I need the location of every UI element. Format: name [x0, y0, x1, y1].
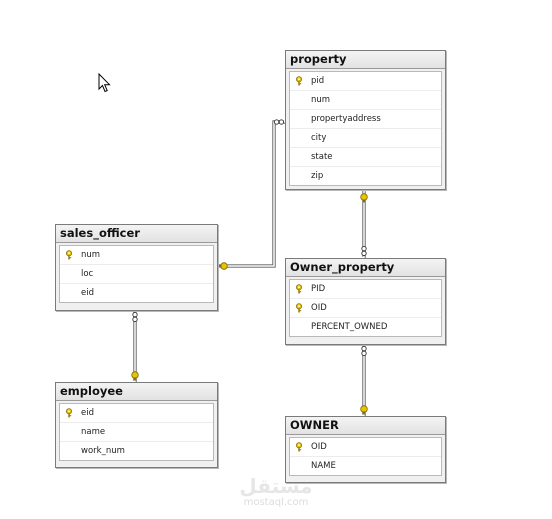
- table-owner-property[interactable]: Owner_property PID OID PERCENT_OWNED: [285, 258, 446, 345]
- primary-key-icon: [66, 250, 72, 260]
- primary-key-icon: [296, 303, 302, 313]
- column-row[interactable]: zip: [290, 167, 441, 185]
- column-row[interactable]: PID: [290, 280, 441, 299]
- one-end-key-icon: [360, 405, 368, 415]
- column-row[interactable]: num: [60, 246, 213, 265]
- column-list: eid name work_num: [59, 403, 214, 461]
- relationship-connector[interactable]: [360, 343, 368, 418]
- column-row[interactable]: city: [290, 129, 441, 148]
- column-row[interactable]: state: [290, 148, 441, 167]
- column-name: name: [81, 427, 106, 437]
- column-name: city: [311, 133, 327, 143]
- table-employee[interactable]: employee eid name work_num: [55, 382, 218, 468]
- column-name: OID: [311, 442, 327, 452]
- column-row[interactable]: eid: [60, 284, 213, 302]
- column-name: OID: [311, 303, 327, 313]
- column-name: PERCENT_OWNED: [311, 322, 388, 332]
- watermark-logo: مستقل mostaql.com: [236, 475, 316, 509]
- column-name: zip: [311, 171, 324, 181]
- column-name: NAME: [311, 461, 336, 471]
- one-end-key-icon: [218, 262, 228, 270]
- one-end-key-icon: [131, 371, 139, 381]
- table-title[interactable]: employee: [56, 383, 217, 401]
- many-end-infinity-icon: [273, 119, 285, 125]
- many-end-infinity-icon: [361, 345, 367, 357]
- column-row[interactable]: pid: [290, 72, 441, 91]
- table-title[interactable]: OWNER: [286, 417, 445, 435]
- column-row[interactable]: loc: [60, 265, 213, 284]
- primary-key-icon: [296, 284, 302, 294]
- relationship-connector[interactable]: [216, 119, 287, 270]
- table-owner[interactable]: OWNER OID NAME: [285, 416, 446, 483]
- table-title[interactable]: Owner_property: [286, 259, 445, 277]
- column-name: loc: [81, 269, 94, 279]
- many-end-infinity-icon: [132, 311, 138, 323]
- column-row[interactable]: OID: [290, 438, 441, 457]
- relationship-connector[interactable]: [360, 188, 368, 260]
- column-list: OID NAME: [289, 437, 442, 476]
- column-row[interactable]: num: [290, 91, 441, 110]
- column-name: work_num: [81, 446, 125, 456]
- column-row[interactable]: propertyaddress: [290, 110, 441, 129]
- mouse-pointer-icon: [98, 73, 111, 93]
- column-list: PID OID PERCENT_OWNED: [289, 279, 442, 337]
- table-title[interactable]: property: [286, 51, 445, 69]
- column-name: num: [81, 250, 101, 260]
- primary-key-icon: [296, 442, 302, 452]
- primary-key-icon: [66, 408, 72, 418]
- column-name: propertyaddress: [311, 114, 381, 124]
- column-row[interactable]: work_num: [60, 442, 213, 460]
- column-name: eid: [81, 288, 94, 298]
- one-end-key-icon: [360, 193, 368, 203]
- column-name: state: [311, 152, 333, 162]
- table-property[interactable]: property pid num propertyaddress city state z…: [285, 50, 446, 190]
- column-name: pid: [311, 76, 325, 86]
- table-sales-officer[interactable]: sales_officer num loc eid: [55, 224, 218, 311]
- column-row[interactable]: NAME: [290, 457, 441, 475]
- column-list: pid num propertyaddress city state zip: [289, 71, 442, 186]
- column-row[interactable]: PERCENT_OWNED: [290, 318, 441, 336]
- watermark-latin: mostaql.com: [243, 497, 309, 508]
- column-name: eid: [81, 408, 94, 418]
- column-row[interactable]: OID: [290, 299, 441, 318]
- primary-key-icon: [296, 76, 302, 86]
- relationship-connector[interactable]: [131, 309, 139, 384]
- watermark-arabic: مستقل: [239, 474, 313, 498]
- table-title[interactable]: sales_officer: [56, 225, 217, 243]
- column-row[interactable]: eid: [60, 404, 213, 423]
- column-name: num: [311, 95, 331, 105]
- column-row[interactable]: name: [60, 423, 213, 442]
- column-name: PID: [311, 284, 326, 294]
- column-list: num loc eid: [59, 245, 214, 303]
- many-end-infinity-icon: [361, 245, 367, 257]
